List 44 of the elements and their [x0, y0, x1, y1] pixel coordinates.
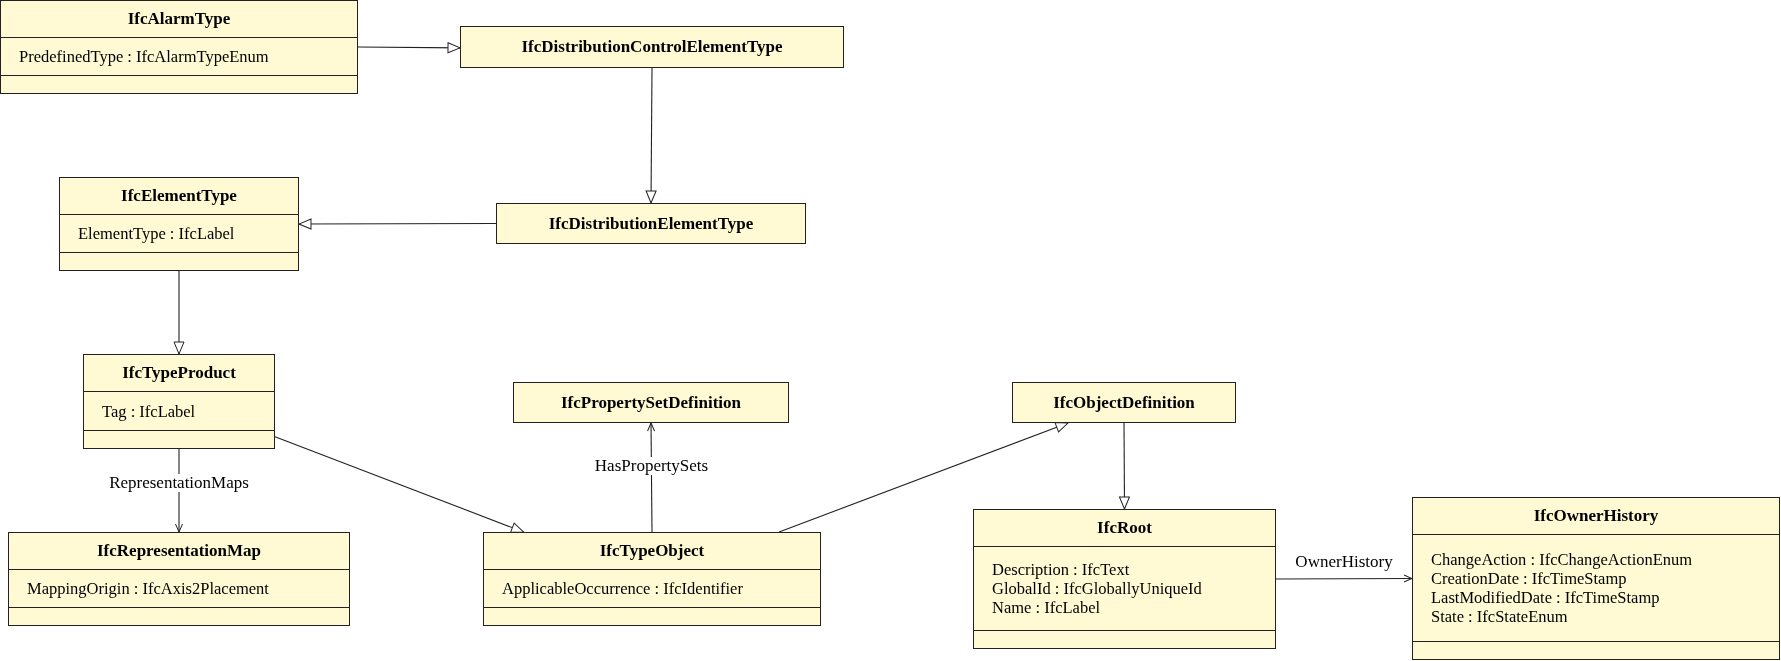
class-box	[1412, 497, 1780, 660]
class-name: IfcTypeObject	[599, 541, 705, 561]
class-box	[1012, 382, 1236, 423]
class-name: IfcRepresentationMap	[97, 541, 261, 561]
class-box	[0, 0, 358, 94]
class-box	[8, 532, 350, 626]
generalization-arrow	[645, 67, 657, 204]
generalization-arrow	[357, 42, 461, 54]
attribute-text: MappingOrigin : IfcAxis2Placement	[27, 579, 270, 598]
class-box	[83, 354, 275, 449]
class-name: IfcDistributionControlElementType	[521, 37, 783, 57]
attribute-text: ApplicableOccurrence : IfcIdentifier	[502, 579, 744, 598]
generalization-arrow	[1118, 422, 1130, 510]
attribute-text: Description : IfcText	[992, 560, 1131, 579]
attribute-text: LastModifiedDate : IfcTimeStamp	[1431, 588, 1661, 607]
attribute-text: State : IfcStateEnum	[1431, 607, 1569, 626]
class-name: IfcElementType	[121, 186, 237, 206]
generalization-arrow	[778, 422, 1069, 533]
class-name: IfcDistributionElementType	[548, 213, 754, 234]
generalization-arrow	[274, 436, 525, 533]
attribute-text: Tag : IfcLabel	[102, 401, 197, 421]
class-name: IfcPropertySetDefinition	[560, 392, 741, 413]
class-name: IfcOwnerHistory	[1533, 506, 1659, 526]
class-box	[483, 532, 821, 626]
class-box	[496, 203, 806, 244]
class-box	[460, 26, 844, 68]
edge-label: HasPropertySets	[593, 456, 710, 475]
class-box	[513, 382, 789, 423]
class-box	[59, 177, 299, 271]
attribute-text: PredefinedType : IfcAlarmTypeEnum	[19, 47, 270, 66]
attribute-text: ElementType : IfcLabel	[78, 224, 236, 243]
edge-label: RepresentationMaps	[108, 473, 250, 492]
association-arrow	[1275, 574, 1413, 583]
class-name: IfcTypeProduct	[122, 363, 236, 383]
attribute-text: GlobalId : IfcGloballyUniqueId	[992, 579, 1203, 598]
attribute-text: ChangeAction : IfcChangeActionEnum	[1431, 550, 1694, 569]
class-box	[973, 509, 1276, 649]
attribute-text: CreationDate : IfcTimeStamp	[1431, 569, 1628, 588]
attribute-text: Name : IfcLabel	[992, 598, 1102, 617]
class-name: IfcAlarmType	[127, 9, 231, 29]
generalization-arrow	[298, 218, 497, 230]
generalization-arrow	[173, 270, 185, 355]
class-name: IfcRoot	[1097, 518, 1152, 538]
class-name: IfcObjectDefinition	[1053, 392, 1195, 413]
